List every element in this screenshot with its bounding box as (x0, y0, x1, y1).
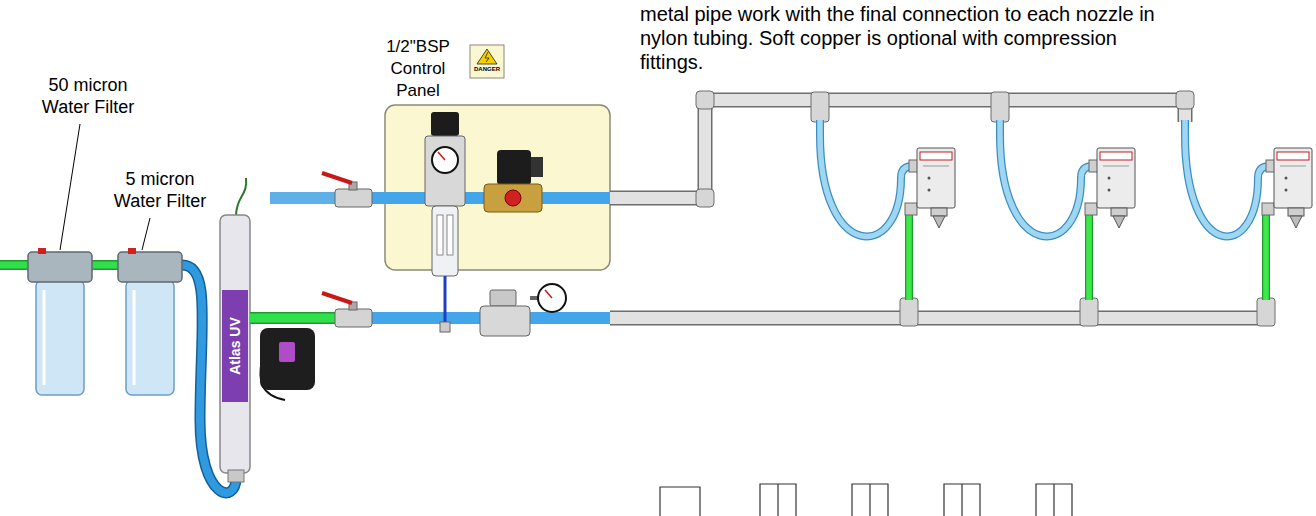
nylon-hose (1000, 120, 1093, 236)
ball-valve (322, 173, 372, 207)
green-tube (1085, 210, 1093, 300)
green-pipe (0, 262, 30, 269)
green-tube (1263, 210, 1269, 300)
pipe-tee (1080, 298, 1098, 326)
part-label: 5 micron Water Filter (100, 168, 220, 212)
uv-cable (236, 178, 246, 216)
blue-pipe (270, 192, 335, 204)
uv-ballast (260, 328, 315, 390)
nylon-hose (820, 120, 913, 236)
green-pipe (90, 262, 120, 269)
leader-line (60, 124, 80, 250)
filter-cap (118, 252, 182, 282)
green-tube (905, 210, 913, 300)
green-tube (1086, 210, 1092, 300)
green-tube (906, 210, 912, 300)
nylon-hose (820, 120, 913, 236)
relief-button (128, 248, 136, 254)
metal-pipe (610, 300, 1266, 318)
pipe-tee (900, 298, 918, 326)
pipe-elbow (696, 91, 714, 109)
pipe-elbow (1176, 91, 1194, 109)
pipe-tee (811, 92, 829, 122)
warning-text: DANGER (470, 65, 504, 73)
bolt-symbol (485, 52, 489, 62)
pipe-tee (991, 92, 1009, 122)
pipework (610, 91, 1312, 326)
nylon-hose (1185, 120, 1270, 236)
part-label: 50 micron Water Filter (28, 74, 148, 118)
filter-housing (36, 280, 84, 395)
note-text: metal pipe work with the final connectio… (640, 2, 1160, 74)
green-pipe (0, 260, 30, 270)
control-panel (385, 105, 610, 270)
filter-housing (126, 280, 174, 395)
nylon-hose (1185, 120, 1270, 236)
green-pipe (90, 260, 120, 270)
nozzle-unit (905, 148, 955, 228)
pipe-elbow (1257, 298, 1275, 326)
filter-regulator (425, 112, 465, 332)
uv-steriliser (220, 215, 250, 473)
danger-sign (470, 45, 504, 78)
brand-logo: Atlas UV (226, 296, 244, 396)
green-tube (1262, 210, 1270, 300)
solenoid-valve (484, 150, 543, 212)
leader-line (142, 218, 150, 250)
pipe-elbow (696, 189, 714, 207)
metal-pipe (610, 300, 1266, 318)
ball-valve (322, 293, 372, 327)
pressure-reducing-valve (480, 284, 566, 336)
power-switch (279, 342, 295, 362)
relief-button (38, 248, 46, 254)
nozzle-unit (1085, 148, 1135, 228)
filter-shine (43, 290, 46, 385)
uv-band (222, 290, 248, 402)
filter-shine (133, 290, 136, 385)
green-pipe (250, 314, 335, 323)
filter-cap (28, 252, 92, 282)
green-pipe (250, 312, 335, 324)
uv-fitting (228, 470, 244, 482)
nylon-hose (1000, 120, 1093, 236)
warning-triangle (477, 49, 497, 64)
panel-label: 1/2"BSP Control Panel (373, 36, 463, 102)
cut-off-boxes (660, 484, 1072, 516)
nozzle-unit (1262, 148, 1312, 228)
